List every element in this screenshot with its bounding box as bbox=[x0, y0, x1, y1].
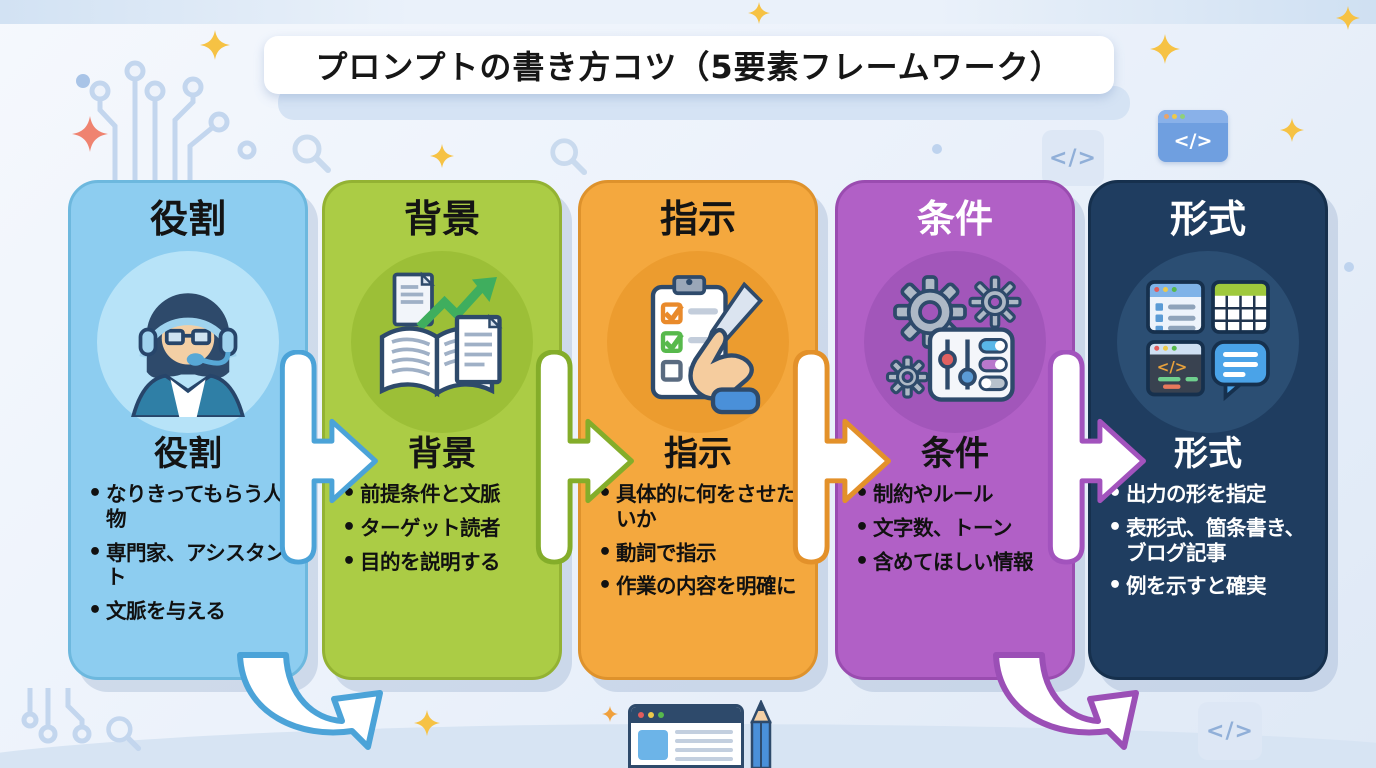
bullet-item: 専門家、アシスタント bbox=[86, 540, 290, 590]
page-title-box: プロンプトの書き方コツ（5要素フレームワーク） bbox=[264, 36, 1114, 94]
flow-arrow-icon bbox=[792, 350, 891, 565]
browser-window-icon bbox=[628, 704, 744, 768]
card-instruction-title: 指示 bbox=[659, 197, 736, 241]
page-title: プロンプトの書き方コツ（5要素フレームワーク） bbox=[315, 48, 1063, 86]
sparkle-star-icon bbox=[72, 116, 108, 152]
flow-arrow-icon bbox=[1047, 350, 1146, 565]
card-condition: 条件 bbox=[835, 180, 1075, 680]
card-role-subtitle: 役割 bbox=[154, 433, 222, 474]
card-role-title: 役割 bbox=[149, 197, 226, 241]
card-format-title: 形式 bbox=[1169, 197, 1246, 241]
card-role-bullets: なりきってもらう人物 専門家、アシスタント 文脈を与える bbox=[86, 481, 290, 624]
card-background-subtitle: 背景 bbox=[408, 433, 476, 474]
bullet-item: 作業の内容を明確に bbox=[596, 573, 800, 599]
bullet-item: 制約やルール bbox=[853, 482, 1057, 508]
sparkle-star-icon bbox=[602, 706, 618, 722]
checklist-pen-icon bbox=[607, 250, 789, 433]
bullet-item: 目的を説明する bbox=[340, 549, 544, 575]
magnifier-icon bbox=[292, 134, 331, 173]
card-condition-title: 条件 bbox=[916, 197, 993, 241]
card-condition-subtitle: 条件 bbox=[921, 433, 989, 474]
sparkle-star-icon bbox=[200, 30, 230, 60]
sparkle-star-icon bbox=[1336, 6, 1360, 30]
code-glyph: </> bbox=[1206, 718, 1254, 744]
sparkle-star-icon bbox=[1150, 34, 1180, 64]
card-instruction: 指示 指示 具体的に何をさせたいか 動詞 bbox=[578, 180, 818, 680]
code-chip-icon: </> bbox=[1198, 702, 1262, 760]
book-growth-icon bbox=[351, 250, 533, 433]
sparkle-star-icon bbox=[1280, 118, 1304, 142]
window-titlebar bbox=[631, 707, 741, 723]
image-placeholder bbox=[638, 730, 668, 760]
gears-sliders-icon bbox=[864, 250, 1046, 433]
circuit-trace-decoration bbox=[89, 60, 257, 184]
circuit-trace-decoration bbox=[21, 688, 92, 744]
sparkle-star-icon bbox=[414, 710, 440, 736]
card-instruction-bullets: 具体的に何をさせたいか 動詞で指示 作業の内容を明確に bbox=[596, 481, 800, 599]
card-format-bullets: 出力の形を指定 表形式、箇条書き、ブログ記事 例を示すと確実 bbox=[1106, 482, 1310, 600]
bullet-item: 文脈を与える bbox=[86, 598, 290, 624]
pencil-icon bbox=[750, 700, 772, 768]
flow-arrow-icon bbox=[279, 350, 378, 565]
card-condition-bullets: 制約やルール 文字数、トーン 含めてほしい情報 bbox=[853, 482, 1057, 575]
flow-arrow-icon bbox=[535, 350, 634, 565]
code-window-icon: </> bbox=[1158, 110, 1228, 162]
sparkle-star-icon bbox=[430, 144, 454, 168]
bullet-item: ターゲット読者 bbox=[340, 515, 544, 541]
bullet-item: 動詞で指示 bbox=[596, 540, 800, 566]
loop-arrow-icon bbox=[993, 652, 1139, 750]
output-formats-icon: </> bbox=[1117, 250, 1299, 433]
bullet-item: 文字数、トーン bbox=[853, 515, 1057, 541]
support-agent-icon bbox=[97, 250, 279, 433]
code-glyph: </> bbox=[1157, 358, 1188, 376]
loop-arrow-icon bbox=[237, 652, 383, 750]
dot-decoration bbox=[1344, 262, 1354, 272]
code-chip-icon: </> bbox=[1042, 130, 1104, 186]
top-band-decoration bbox=[0, 0, 1376, 24]
magnifier-icon bbox=[106, 716, 142, 752]
bullet-item: 含めてほしい情報 bbox=[853, 549, 1057, 575]
dot-decoration bbox=[76, 74, 90, 88]
card-instruction-subtitle: 指示 bbox=[664, 433, 732, 474]
magnifier-icon bbox=[550, 138, 588, 176]
window-titlebar bbox=[1158, 110, 1228, 123]
bullet-item: 表形式、箇条書き、ブログ記事 bbox=[1106, 515, 1310, 565]
dot-decoration bbox=[932, 144, 942, 154]
bullet-item: 例を示すと確実 bbox=[1106, 573, 1310, 599]
card-format-subtitle: 形式 bbox=[1174, 433, 1242, 474]
bullet-item: 具体的に何をさせたいか bbox=[596, 481, 800, 531]
code-glyph: </> bbox=[1049, 145, 1097, 171]
text-lines bbox=[675, 730, 733, 765]
sparkle-star-icon bbox=[748, 2, 770, 24]
card-format: 形式 </> bbox=[1088, 180, 1328, 680]
code-glyph: </> bbox=[1173, 130, 1213, 152]
card-background: 背景 背景 bbox=[322, 180, 562, 680]
bullet-item: なりきってもらう人物 bbox=[86, 481, 290, 531]
card-background-title: 背景 bbox=[403, 197, 480, 241]
bullet-item: 出力の形を指定 bbox=[1106, 482, 1310, 508]
